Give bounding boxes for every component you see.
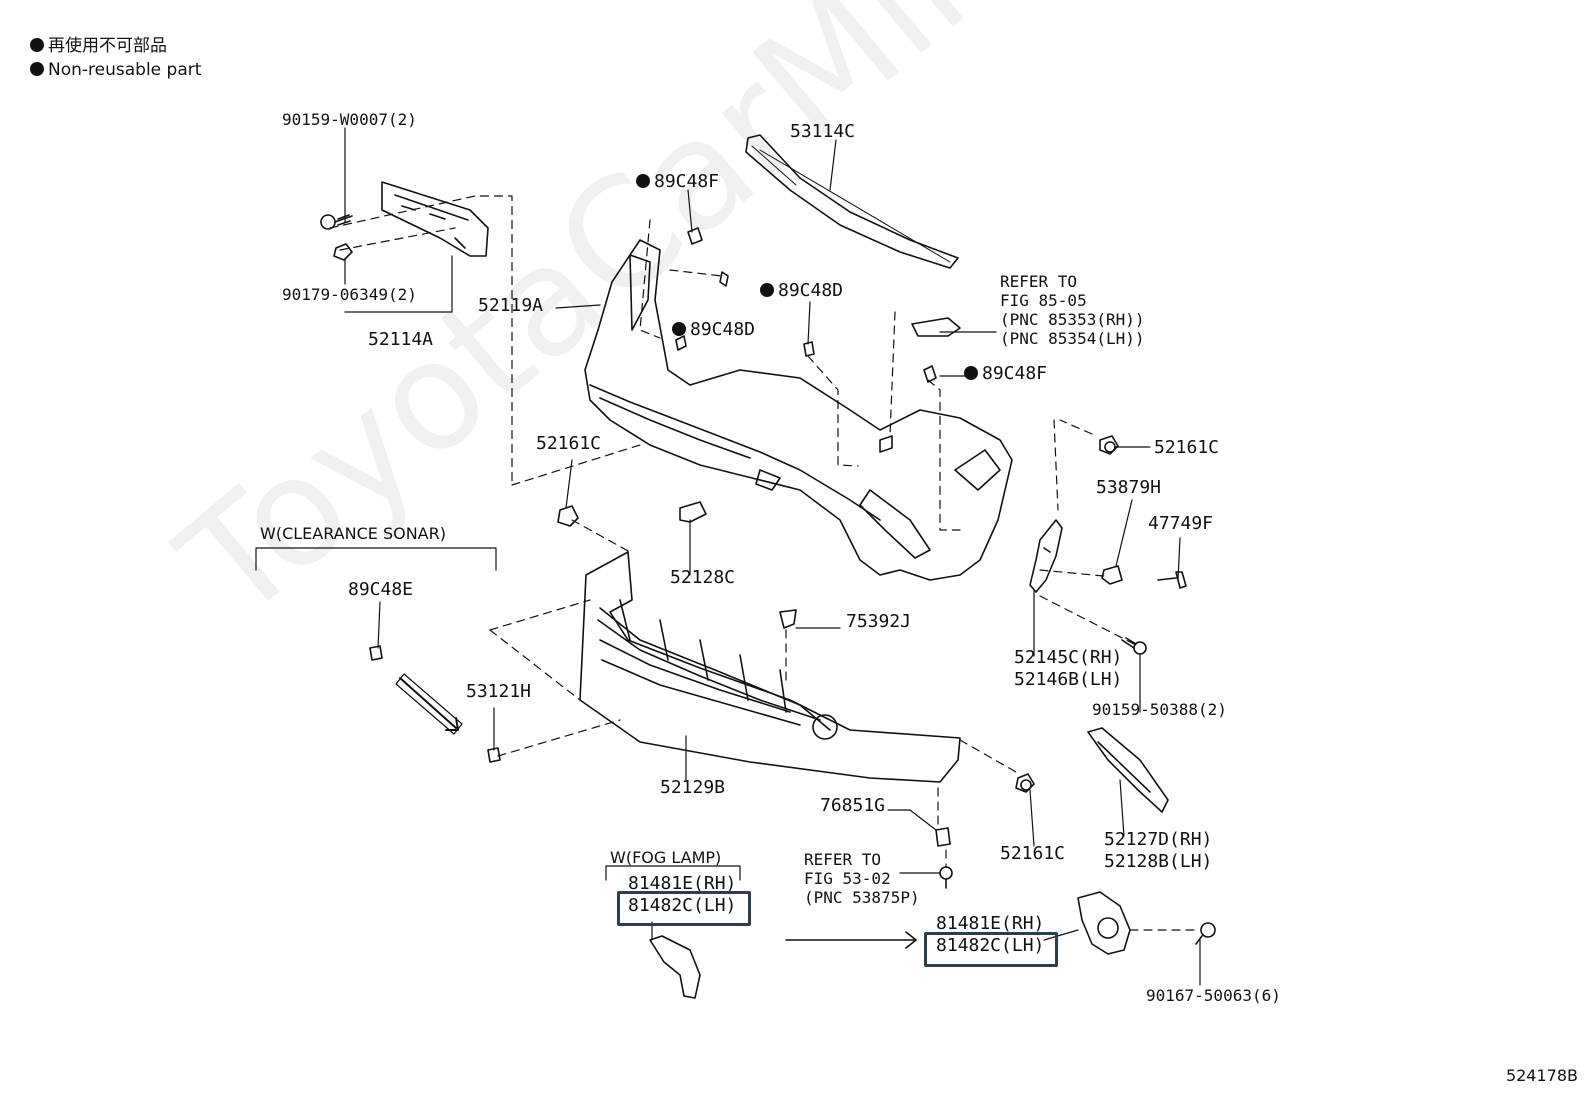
assembly-dashed-lines [329, 195, 1201, 931]
legend-jp-text: 再使用不可部品 [48, 36, 167, 56]
non-reusable-dot-icon [672, 322, 686, 336]
condition-fog-lamp: W(FOG LAMP) [610, 848, 722, 867]
screw-90167-part [1195, 922, 1216, 945]
part-label-52128C[interactable]: 52128C [670, 567, 736, 588]
part-label-52146B[interactable]: 52146B(LH) [1014, 669, 1123, 690]
grille-clip-parts [369, 609, 797, 763]
fog-lamp-group-bracket [605, 865, 741, 881]
part-label-75392J[interactable]: 75392J [846, 611, 912, 632]
part-label-52145C[interactable]: 52145C(RH) [1014, 647, 1123, 668]
fog-lamp-arrow [785, 931, 917, 949]
sonar-arrow [399, 677, 459, 731]
sonar-group-bracket [255, 547, 497, 571]
small-fastener-parts [1101, 565, 1187, 655]
part-label-90167-50063[interactable]: 90167-50063(6) [1146, 986, 1281, 1005]
radiator-grille-part [579, 551, 961, 783]
cover-52128C-part [679, 501, 707, 523]
part-label-81481E-right[interactable]: 81481E(RH) [936, 913, 1045, 934]
non-reusable-dot-icon [30, 62, 44, 76]
condition-clearance-sonar: W(CLEARANCE SONAR) [260, 524, 446, 543]
non-reusable-dot-icon [636, 174, 650, 188]
side-bracket-part [1029, 519, 1063, 593]
part-label-47749F[interactable]: 47749F [1148, 513, 1214, 534]
legend-en-text: Non-reusable part [48, 60, 202, 80]
part-label-53879H[interactable]: 53879H [1096, 477, 1162, 498]
part-label-90159-50388[interactable]: 90159-50388(2) [1092, 700, 1227, 719]
bumper-cover-part [584, 239, 1013, 581]
part-label-89C48D-left[interactable]: 89C48D [672, 320, 755, 340]
part-label-52161C-bottom[interactable]: 52161C [1000, 843, 1066, 864]
part-label-52128B[interactable]: 52128B(LH) [1104, 851, 1213, 872]
part-label-90159-W0007[interactable]: 90159-W0007(2) [282, 110, 417, 129]
part-label-52119A[interactable]: 52119A [478, 295, 544, 316]
non-reusable-dot-icon [964, 366, 978, 380]
legend: 再使用不可部品 Non-reusable part [30, 34, 201, 82]
highlight-box-81482C-left [617, 891, 751, 926]
fog-lamp-cover-right-part [1077, 891, 1131, 955]
part-label-52161C-left[interactable]: 52161C [536, 433, 602, 454]
screw-part [320, 214, 353, 230]
part-label-52161C-right[interactable]: 52161C [1154, 437, 1220, 458]
clip-52161C-parts [557, 435, 1119, 793]
part-label-89C48D-mid[interactable]: 89C48D [760, 281, 843, 301]
part-label-81482C-left[interactable]: 81482C(LH) [628, 895, 737, 916]
part-label-52114A[interactable]: 52114A [368, 329, 434, 350]
part-label-76851G[interactable]: 76851G [820, 795, 886, 816]
part-label-90179-06349[interactable]: 90179-06349(2) [282, 285, 417, 304]
refer-fig-85-05[interactable]: REFER TO FIG 85-05 (PNC 85353(RH)) (PNC … [1000, 272, 1145, 348]
part-label-81482C-right[interactable]: 81482C(LH) [936, 935, 1045, 956]
bumper-support-part [1087, 727, 1169, 813]
part-label-89C48E[interactable]: 89C48E [348, 579, 414, 600]
part-label-53121H[interactable]: 53121H [466, 681, 532, 702]
retainer-strip-part [745, 134, 959, 269]
license-bracket-part [381, 181, 489, 257]
figure-code: 524178B [1505, 1066, 1578, 1085]
nut-part [333, 243, 353, 261]
legend-row-jp: 再使用不可部品 [30, 34, 201, 58]
washer-cover-part [911, 317, 961, 337]
non-reusable-dot-icon [30, 38, 44, 52]
part-label-81481E-left[interactable]: 81481E(RH) [628, 873, 737, 894]
clip-parts [675, 227, 937, 383]
part-label-52127D[interactable]: 52127D(RH) [1104, 829, 1213, 850]
fog-lamp-cover-left-part [649, 935, 701, 999]
refer-fig-53-02[interactable]: REFER TO FIG 53-02 (PNC 53875P) [804, 850, 920, 907]
leader-lines [344, 127, 1201, 986]
part-label-52129B[interactable]: 52129B [660, 777, 726, 798]
part-label-53114C[interactable]: 53114C [790, 121, 856, 142]
part-label-89C48F-top[interactable]: 89C48F [636, 172, 719, 192]
clip-76851G-part [935, 827, 953, 889]
non-reusable-dot-icon [760, 283, 774, 297]
legend-row-en: Non-reusable part [30, 58, 201, 82]
highlight-box-81482C-right [924, 932, 1058, 967]
part-label-89C48F-right[interactable]: 89C48F [964, 364, 1047, 384]
